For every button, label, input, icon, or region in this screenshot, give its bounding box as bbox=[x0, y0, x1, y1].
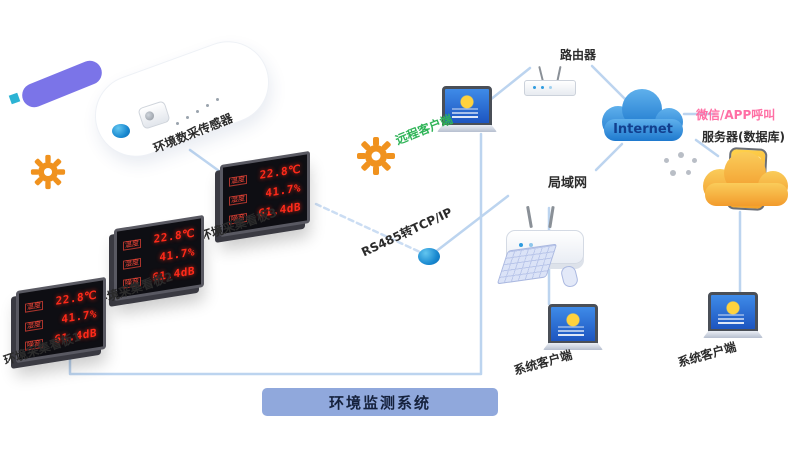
antenna bbox=[548, 205, 555, 229]
row-value: 41.7% bbox=[159, 245, 195, 264]
row-label: 湿度 bbox=[123, 257, 141, 270]
line-router-internet bbox=[590, 64, 628, 102]
laptop-base bbox=[703, 331, 763, 338]
row-value: 41.7% bbox=[265, 181, 301, 200]
internet-cloud-label: Internet bbox=[613, 122, 673, 137]
row-label: 温度 bbox=[229, 174, 247, 187]
signal-dot bbox=[670, 170, 676, 176]
laptop-screen bbox=[442, 86, 492, 126]
antenna bbox=[538, 65, 544, 82]
remote-client-laptop-icon bbox=[437, 86, 497, 132]
gear-icon bbox=[30, 154, 66, 190]
internet-cloud: Internet bbox=[592, 86, 692, 154]
line-lan-internet bbox=[594, 142, 624, 172]
sensor-node-dot bbox=[112, 124, 130, 138]
row-value: 22.8℃ bbox=[153, 225, 195, 246]
line-bus bbox=[68, 132, 483, 376]
lan-label: 局域网 bbox=[548, 176, 588, 191]
server-cloud bbox=[692, 148, 797, 220]
trail-dot bbox=[176, 122, 179, 125]
signal-dot bbox=[664, 158, 669, 163]
wechat-app-label: 微信/APP呼叫 bbox=[696, 108, 776, 122]
diagram-title: 环境监测系统 bbox=[262, 388, 498, 416]
line-internet-cloud bbox=[694, 138, 720, 158]
router-body bbox=[524, 80, 576, 96]
line-dot-lan bbox=[428, 194, 510, 258]
row-label: 温度 bbox=[123, 238, 141, 251]
laptop-screen bbox=[548, 304, 598, 344]
gear-icon bbox=[356, 136, 396, 176]
row-label: 温度 bbox=[25, 300, 43, 313]
signal-dot bbox=[686, 170, 691, 175]
router-icon bbox=[524, 64, 578, 96]
row-label: 湿度 bbox=[229, 193, 247, 206]
laptop-base bbox=[437, 125, 497, 132]
signal-dot bbox=[678, 152, 684, 158]
signal-dot bbox=[692, 158, 697, 163]
row-value: 41.7% bbox=[61, 307, 97, 326]
system-client-laptop-icon bbox=[543, 304, 603, 350]
laptop-base bbox=[543, 343, 603, 350]
server-label: 服务器(数据库) bbox=[702, 130, 785, 144]
trail-dot bbox=[186, 116, 189, 119]
laptop-screen bbox=[708, 292, 758, 332]
trail-dot bbox=[196, 110, 199, 113]
antenna bbox=[526, 205, 533, 229]
row-value: 22.8℃ bbox=[259, 161, 301, 182]
trail-dot bbox=[216, 98, 219, 101]
row-label: 湿度 bbox=[25, 319, 43, 332]
line-board3-dot bbox=[314, 202, 422, 254]
router-label: 路由器 bbox=[560, 48, 597, 62]
antenna bbox=[556, 65, 562, 82]
network-node-dot bbox=[418, 248, 440, 265]
trail-dot bbox=[206, 104, 209, 107]
row-value: 22.8℃ bbox=[55, 287, 97, 308]
system-client-laptop-icon bbox=[703, 292, 763, 338]
line-laptop-router bbox=[488, 66, 532, 102]
